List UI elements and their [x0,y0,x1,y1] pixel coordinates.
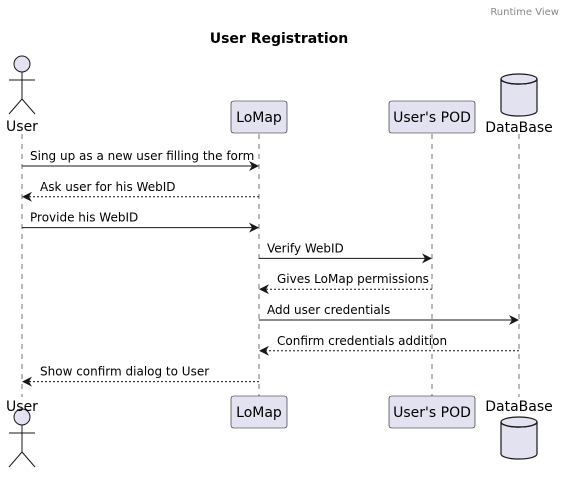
actor-leg-left [8,451,23,468]
actor-leg-left [8,98,23,115]
participant-box-lomap-top: LoMap [230,100,288,134]
participant-rect [388,395,476,429]
message-label: Add user credentials [267,303,390,317]
participant-label-user: User [6,119,38,135]
participant-rect [230,100,288,134]
message-4: Gives LoMap permissions [259,272,432,295]
database-db-bottom: DataBase [485,399,553,460]
actor-leg-right [21,451,36,468]
message-label: Show confirm dialog to User [40,365,209,379]
message-label: Provide his WebID [30,211,138,225]
participant-label-pod: User's POD [393,405,471,421]
participant-box-pod-bottom: User's POD [388,395,476,429]
actor-leg-right [21,98,36,115]
participant-box-pod-top: User's POD [388,100,476,134]
participant-label-lomap: LoMap [236,110,282,126]
message-label: Confirm credentials addition [277,334,447,348]
message-7: Show confirm dialog to User [22,365,259,387]
participant-label-db: DataBase [485,399,553,415]
message-label: Gives LoMap permissions [277,272,429,286]
database-rim [500,78,538,85]
message-label: Verify WebID [267,241,344,255]
message-5: Add user credentials [259,303,519,325]
participant-label-user: User [6,399,38,415]
message-6: Confirm credentials addition [259,334,519,356]
message-2: Provide his WebID [22,211,259,233]
database-rim [500,421,538,428]
participant-label-pod: User's POD [393,110,471,126]
message-label: Ask user for his WebID [40,180,175,194]
view-label: Runtime View [490,7,559,18]
participant-label-db: DataBase [485,120,553,136]
diagram-title: User Registration [210,31,349,47]
participant-rect [230,395,288,429]
actor-user-top: User [6,55,38,135]
actor-head [13,55,31,73]
message-0: Sing up as a new user filling the form [22,149,259,171]
actor-user-bottom: User [6,399,38,468]
participant-rect [388,100,476,134]
message-3: Verify WebID [259,241,432,264]
participant-label-lomap: LoMap [236,405,282,421]
message-label: Sing up as a new user filling the form [30,149,254,163]
database-db-top: DataBase [485,73,553,136]
message-1: Ask user for his WebID [22,180,259,202]
participant-box-lomap-bottom: LoMap [230,395,288,429]
